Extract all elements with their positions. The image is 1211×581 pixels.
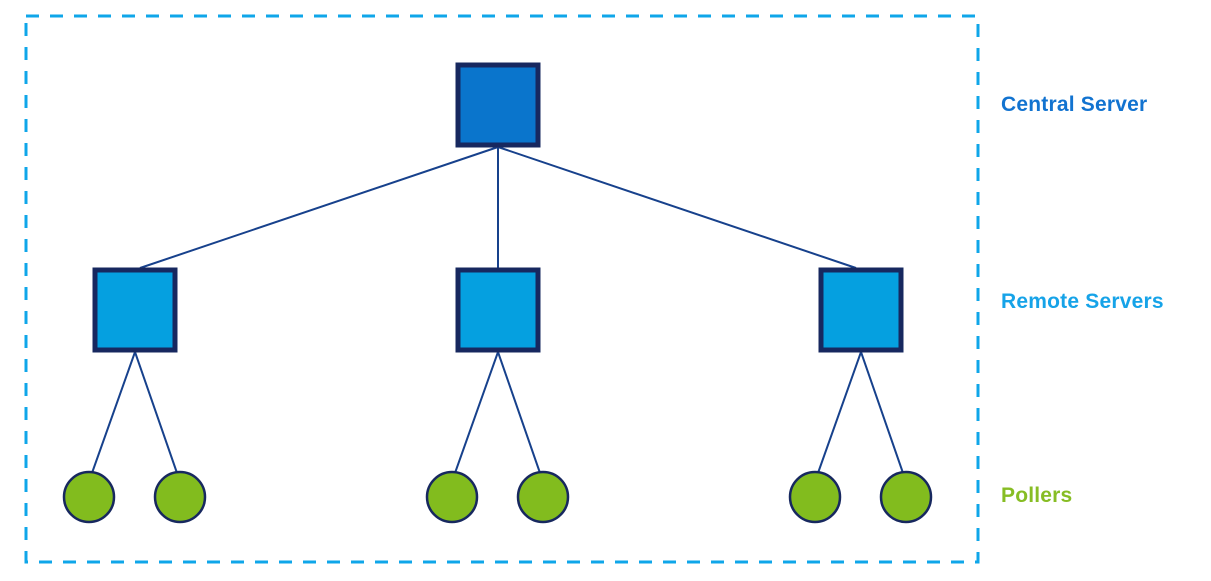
poller-node-1[interactable] [62,470,116,524]
tier-label-central-server: Central Server [1001,93,1148,116]
link-remote-1-to-poller-1 [91,351,136,474]
tier-label-remote-servers: Remote Servers [1001,290,1164,313]
link-central-to-remote-1 [139,146,499,269]
remote-servers-tier [92,267,904,353]
poller-node-2[interactable] [153,470,207,524]
link-remote-3-to-poller-6 [860,351,904,474]
link-remote-2-to-poller-4 [497,351,541,474]
pollers-tier [62,470,933,524]
poller-node-3[interactable] [425,470,479,524]
remote-server-node-1[interactable] [92,267,178,353]
central-server-node[interactable] [455,62,541,148]
tier-label-pollers: Pollers [1001,484,1073,507]
poller-node-4[interactable] [516,470,570,524]
link-remote-2-to-poller-3 [454,351,499,474]
link-central-to-remote-3 [497,146,857,269]
diagram-boundary [24,14,980,564]
remote-server-node-2[interactable] [455,267,541,353]
connector-links [91,146,904,474]
central-server-tier [455,62,541,148]
link-remote-3-to-poller-5 [817,351,862,474]
remote-server-node-3[interactable] [818,267,904,353]
poller-node-5[interactable] [788,470,842,524]
link-remote-1-to-poller-2 [134,351,178,474]
poller-node-6[interactable] [879,470,933,524]
